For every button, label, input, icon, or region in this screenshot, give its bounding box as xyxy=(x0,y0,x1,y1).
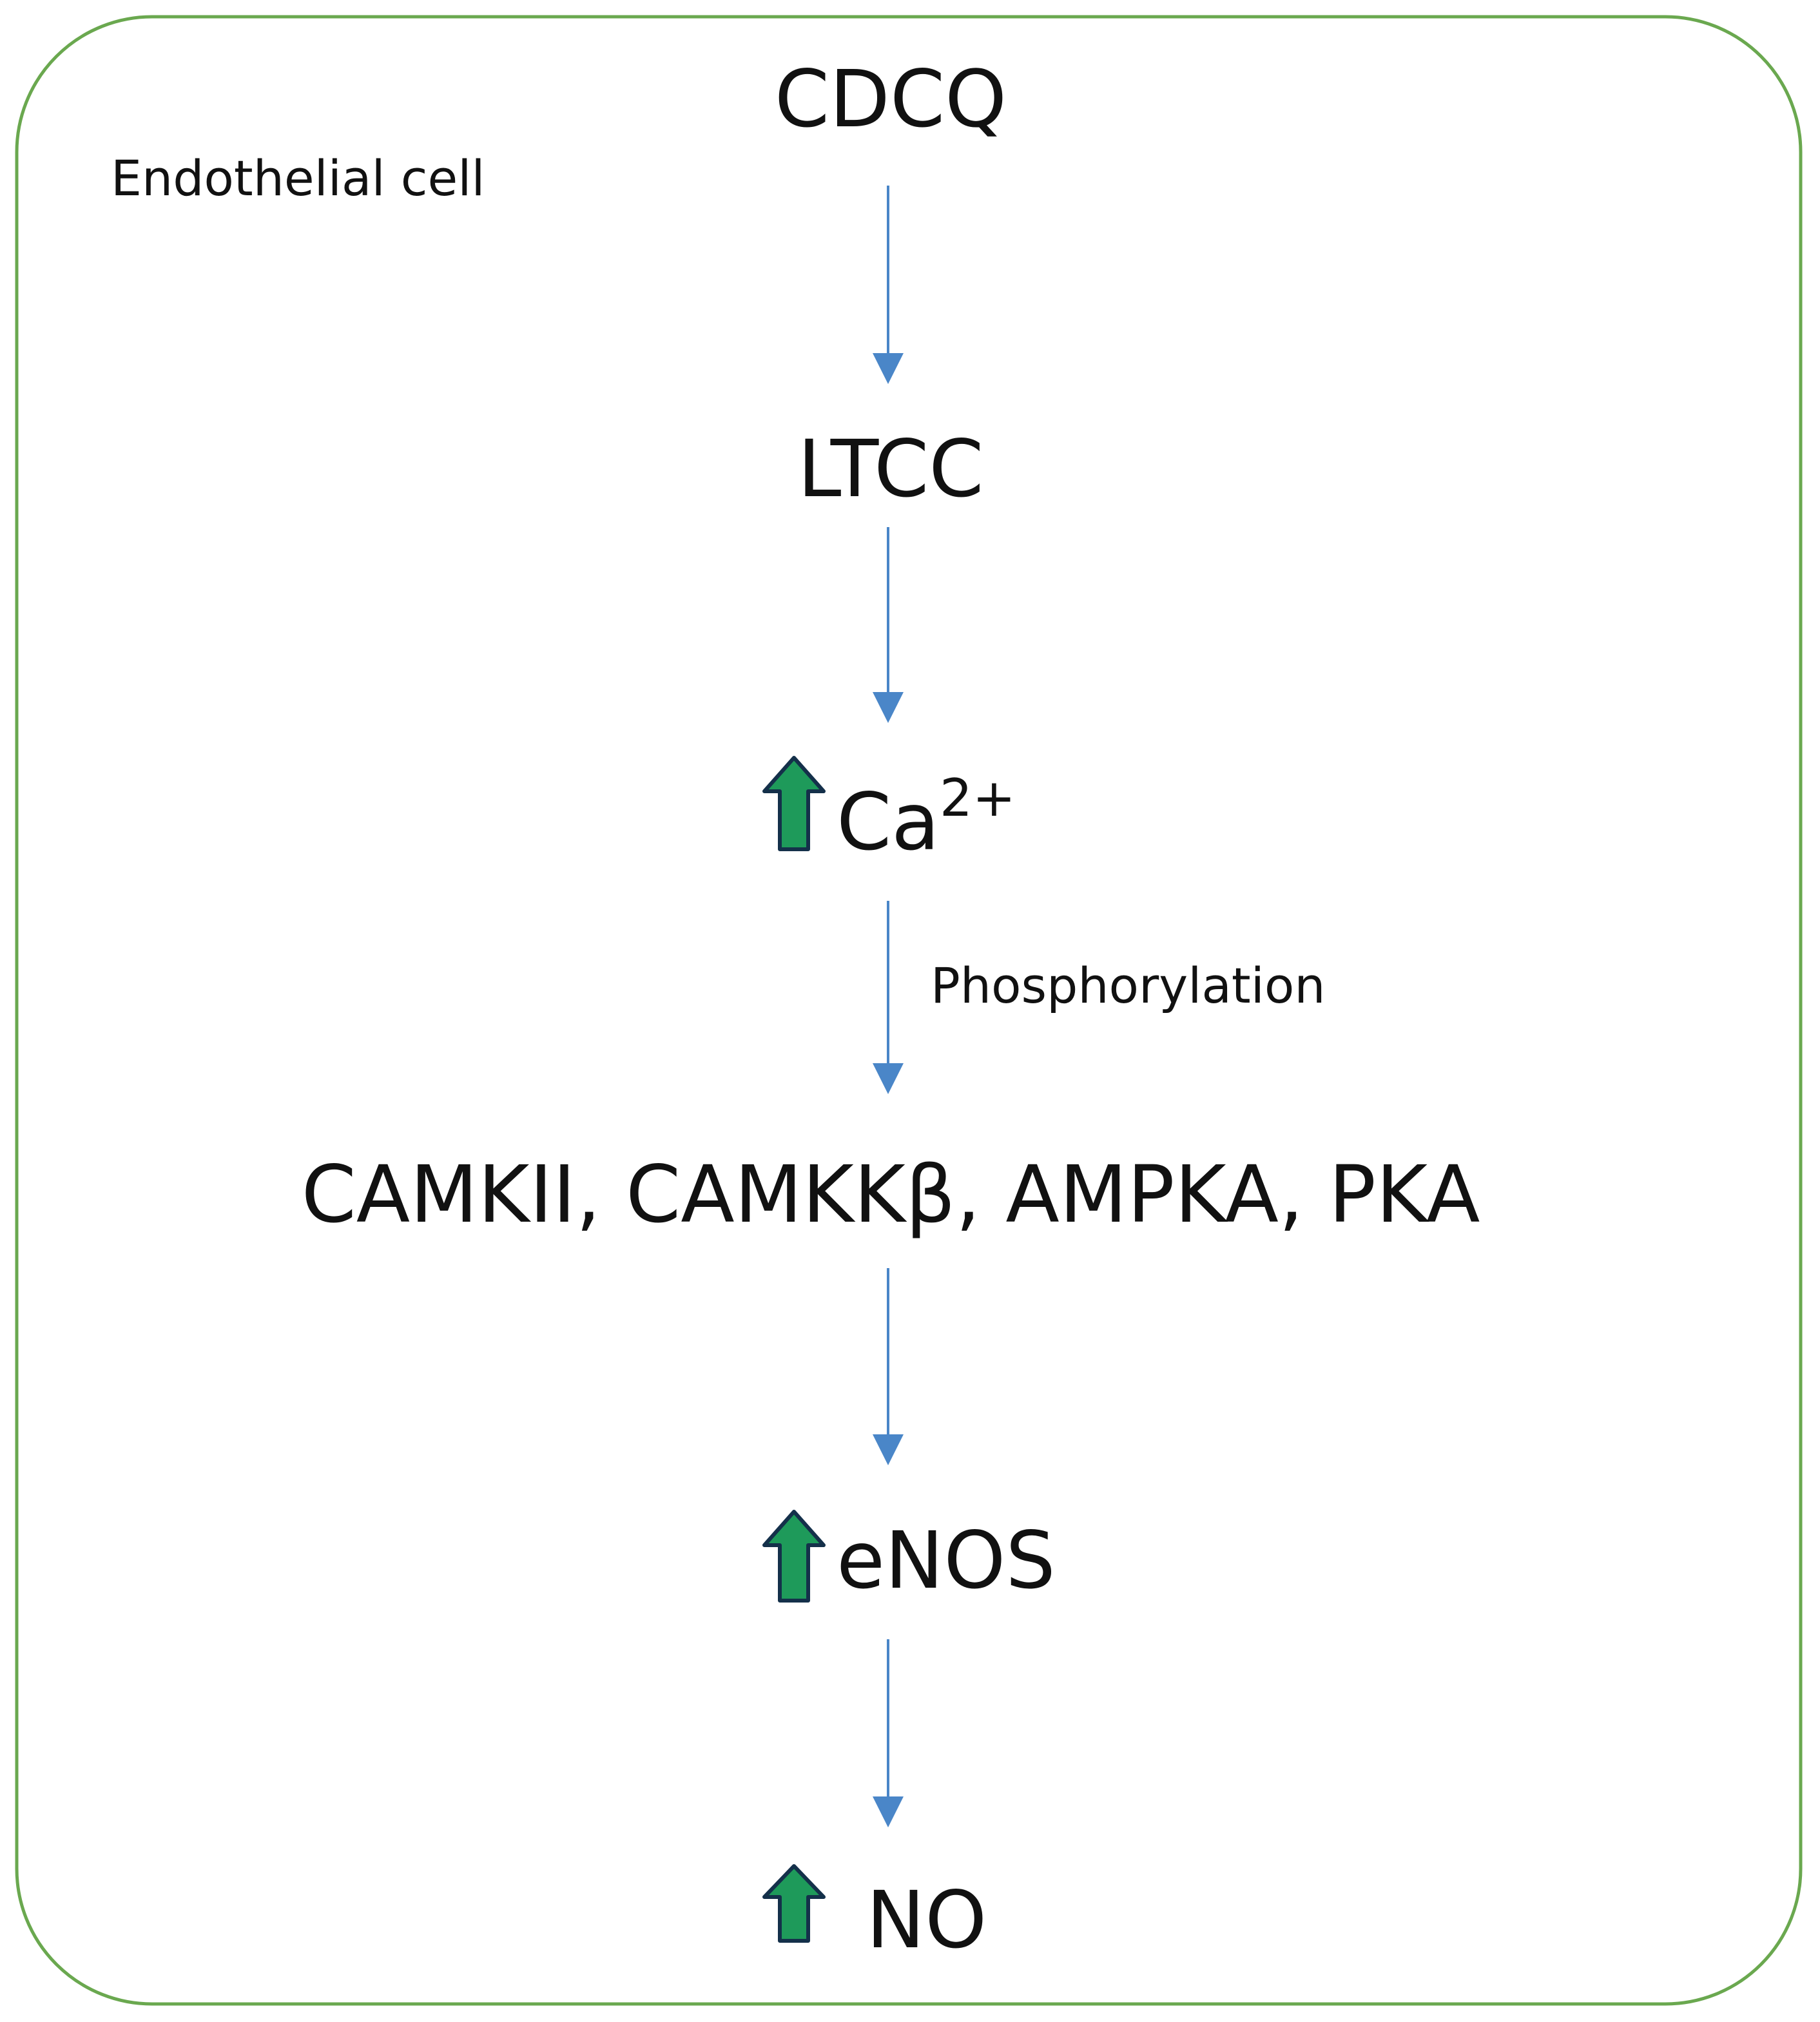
node-ca-label: Ca xyxy=(837,776,940,868)
increase-ca xyxy=(762,756,826,851)
node-ca: Ca2+ xyxy=(837,768,1016,868)
increase-no xyxy=(762,1864,826,1943)
node-cdcq: CDCQ xyxy=(775,53,1007,145)
edge-ca-kinases xyxy=(873,901,904,1094)
increase-enos xyxy=(762,1510,826,1603)
edge-label-phosphorylation: Phosphorylation xyxy=(931,957,1326,1014)
cell-boundary xyxy=(15,15,1803,2006)
up-arrow-icon xyxy=(762,1510,826,1603)
node-kinases: CAMKII, CAMKKβ, AMPKA, PKA xyxy=(302,1149,1480,1240)
edge-enos-no xyxy=(873,1639,904,1827)
up-arrow-icon xyxy=(762,756,826,851)
node-no: NO xyxy=(866,1874,987,1966)
edge-cdcq-ltcc xyxy=(873,186,904,384)
node-ca-superscript: 2+ xyxy=(940,768,1016,828)
up-arrow-icon xyxy=(762,1864,826,1943)
cell-label: Endothelial cell xyxy=(111,149,485,207)
edge-ltcc-ca xyxy=(873,527,904,723)
edge-kinases-enos xyxy=(873,1268,904,1465)
node-ltcc: LTCC xyxy=(798,423,984,515)
node-enos: eNOS xyxy=(837,1515,1056,1606)
